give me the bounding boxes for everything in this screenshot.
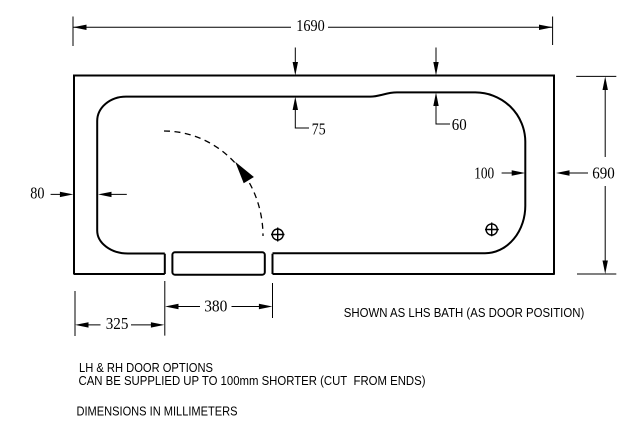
svg-text:690: 690 xyxy=(592,163,615,182)
svg-text:60: 60 xyxy=(452,115,467,134)
svg-text:325: 325 xyxy=(106,314,129,333)
svg-text:380: 380 xyxy=(204,297,227,316)
svg-text:DIMENSIONS IN MILLIMETERS: DIMENSIONS IN MILLIMETERS xyxy=(77,403,238,418)
svg-text:100: 100 xyxy=(474,163,494,182)
svg-text:CAN BE SUPPLIED UP TO 100mm SH: CAN BE SUPPLIED UP TO 100mm SHORTER (CUT… xyxy=(79,373,426,388)
svg-text:LH & RH DOOR OPTIONS: LH & RH DOOR OPTIONS xyxy=(79,360,213,375)
svg-text:80: 80 xyxy=(30,184,44,203)
svg-text:75: 75 xyxy=(312,120,326,139)
svg-text:1690: 1690 xyxy=(296,16,325,35)
svg-text:SHOWN AS LHS BATH (AS DOOR POS: SHOWN AS LHS BATH (AS DOOR POSITION) xyxy=(344,305,585,320)
